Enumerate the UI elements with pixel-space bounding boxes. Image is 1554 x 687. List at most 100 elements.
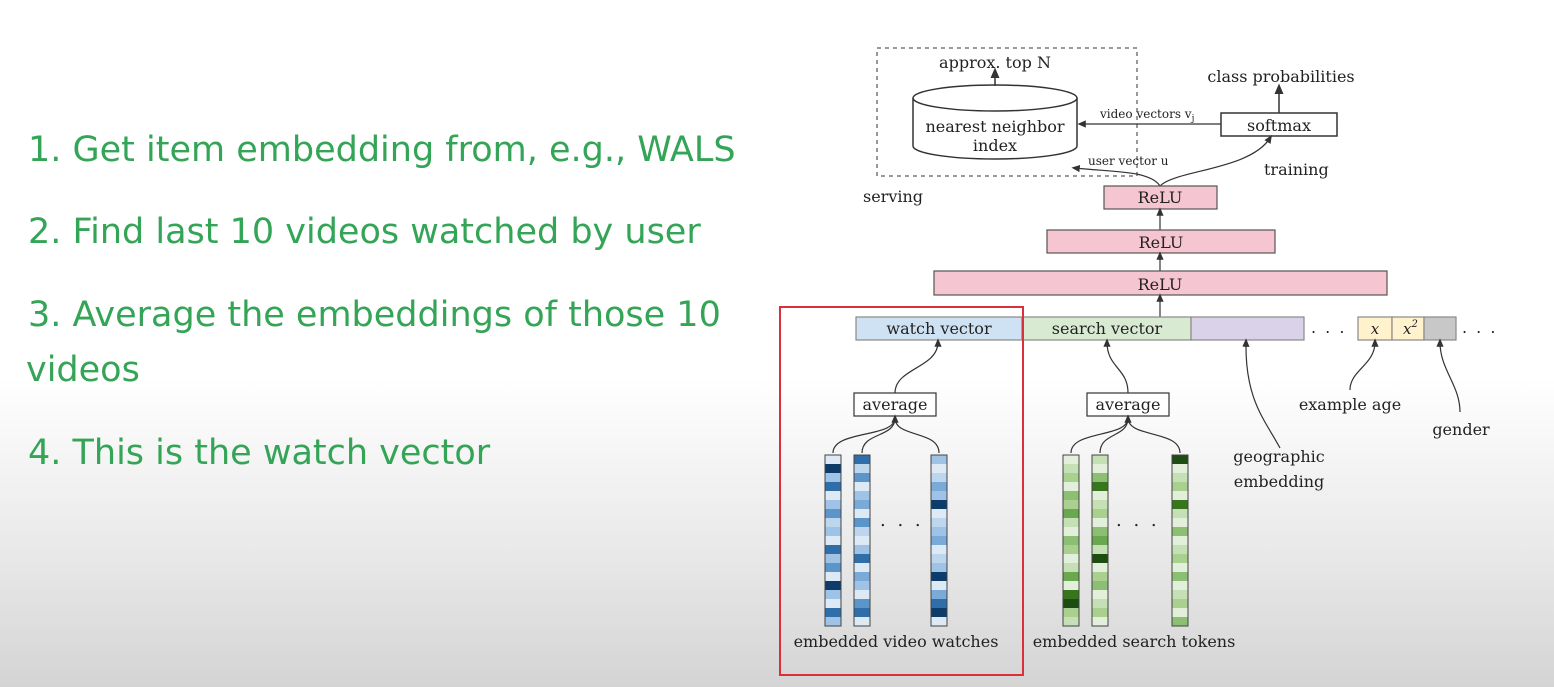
embedding-cell bbox=[1063, 554, 1079, 563]
embedding-cell bbox=[825, 608, 841, 617]
video-embedding-column bbox=[930, 454, 948, 627]
embedding-cell bbox=[854, 536, 870, 545]
approx-top-n-label: approx. top N bbox=[939, 53, 1051, 72]
embedding-cell bbox=[1092, 590, 1108, 599]
embedding-cell bbox=[825, 491, 841, 500]
class-probabilities-label: class probabilities bbox=[1207, 67, 1354, 86]
ellipsis-2: . . . bbox=[1462, 318, 1497, 337]
embedding-cell bbox=[931, 590, 947, 599]
average-watch-label: average bbox=[863, 395, 928, 414]
embedding-cell bbox=[854, 599, 870, 608]
embedding-cell bbox=[1092, 518, 1108, 527]
embedding-cell bbox=[1092, 572, 1108, 581]
embedding-cell bbox=[825, 455, 841, 464]
embedding-cell bbox=[825, 518, 841, 527]
video-vectors-label: video vectors vj bbox=[1099, 107, 1194, 124]
embedding-cell bbox=[825, 527, 841, 536]
embedding-cell bbox=[1063, 617, 1079, 626]
embedding-cell bbox=[1063, 509, 1079, 518]
embedding-cell bbox=[854, 563, 870, 572]
embedding-cell bbox=[1092, 473, 1108, 482]
embedding-cell bbox=[1172, 509, 1188, 518]
embedding-cell bbox=[1172, 545, 1188, 554]
embedding-cell bbox=[931, 491, 947, 500]
embedding-cell bbox=[825, 500, 841, 509]
embedding-cell bbox=[1063, 491, 1079, 500]
embedding-cell bbox=[854, 572, 870, 581]
embedding-cell bbox=[854, 608, 870, 617]
example-age-x-label: x bbox=[1371, 320, 1380, 338]
embedding-cell bbox=[1172, 599, 1188, 608]
embedding-cell bbox=[854, 518, 870, 527]
nearest-neighbor-index bbox=[912, 84, 1078, 160]
training-label: training bbox=[1264, 160, 1329, 179]
embedding-cell bbox=[1092, 536, 1108, 545]
embedding-cell bbox=[1063, 527, 1079, 536]
embedding-cell bbox=[931, 455, 947, 464]
embedding-cell bbox=[854, 554, 870, 563]
embedding-cell bbox=[1092, 491, 1108, 500]
bullet-2: 2. Find last 10 videos watched by user bbox=[28, 212, 701, 252]
embedding-cell bbox=[1172, 608, 1188, 617]
embedding-cell bbox=[1092, 464, 1108, 473]
embedding-cell bbox=[931, 473, 947, 482]
bullet-3: 3. Average the embeddings of those 10 bbox=[28, 295, 721, 335]
embedding-cell bbox=[854, 527, 870, 536]
embedding-cell bbox=[854, 473, 870, 482]
gender-box bbox=[1423, 316, 1457, 341]
video-embedding-column bbox=[853, 454, 871, 627]
relu-bottom-label: ReLU bbox=[1138, 275, 1183, 294]
video-embedding-column bbox=[824, 454, 842, 627]
embedding-cell bbox=[1063, 473, 1079, 482]
embedding-cell bbox=[1172, 572, 1188, 581]
ellipsis-1: . . . bbox=[1311, 318, 1346, 337]
embedding-cell bbox=[931, 482, 947, 491]
embedding-cell bbox=[825, 473, 841, 482]
example-age-label: example age bbox=[1299, 395, 1401, 414]
embedding-cell bbox=[1092, 563, 1108, 572]
embedding-cell bbox=[931, 581, 947, 590]
embedding-cell bbox=[825, 617, 841, 626]
embedding-cell bbox=[854, 509, 870, 518]
embedding-cell bbox=[1172, 581, 1188, 590]
search-embedding-column bbox=[1171, 454, 1189, 627]
watch-vector-highlight-box bbox=[779, 306, 1024, 676]
embedding-cell bbox=[1063, 563, 1079, 572]
embedding-cell bbox=[1172, 536, 1188, 545]
embedding-cell bbox=[825, 563, 841, 572]
embedding-cell bbox=[931, 608, 947, 617]
search-embedding-column bbox=[1091, 454, 1109, 627]
embedding-cell bbox=[1172, 617, 1188, 626]
embedding-cell bbox=[931, 554, 947, 563]
embedding-cell bbox=[931, 536, 947, 545]
softmax-label: softmax bbox=[1247, 116, 1311, 135]
bullet-4: 4. This is the watch vector bbox=[28, 433, 491, 473]
embedding-cell bbox=[931, 518, 947, 527]
average-search-label: average bbox=[1096, 395, 1161, 414]
relu-middle-label: ReLU bbox=[1139, 233, 1184, 252]
embedding-cell bbox=[1172, 455, 1188, 464]
embedding-cell bbox=[825, 509, 841, 518]
embedding-cell bbox=[854, 482, 870, 491]
embedding-cell bbox=[1092, 608, 1108, 617]
embedding-cell bbox=[1092, 527, 1108, 536]
embedding-cell bbox=[1063, 599, 1079, 608]
embedding-cell bbox=[1172, 590, 1188, 599]
embedding-cell bbox=[854, 455, 870, 464]
embedding-cell bbox=[1092, 509, 1108, 518]
geographic-embedding-box bbox=[1190, 316, 1305, 341]
video-ellipsis: . . . bbox=[880, 510, 924, 531]
embedding-cell bbox=[854, 545, 870, 554]
bullet-1: 1. Get item embedding from, e.g., WALS bbox=[28, 130, 736, 170]
embedding-cell bbox=[1063, 536, 1079, 545]
embedding-cell bbox=[1092, 599, 1108, 608]
relu-layer-bottom bbox=[933, 270, 1388, 296]
embedding-cell bbox=[825, 464, 841, 473]
embedding-cell bbox=[1063, 581, 1079, 590]
embedding-cell bbox=[1092, 482, 1108, 491]
gender-label: gender bbox=[1432, 420, 1490, 439]
embedding-cell bbox=[854, 617, 870, 626]
embedding-cell bbox=[1092, 545, 1108, 554]
embedding-cell bbox=[1063, 482, 1079, 491]
